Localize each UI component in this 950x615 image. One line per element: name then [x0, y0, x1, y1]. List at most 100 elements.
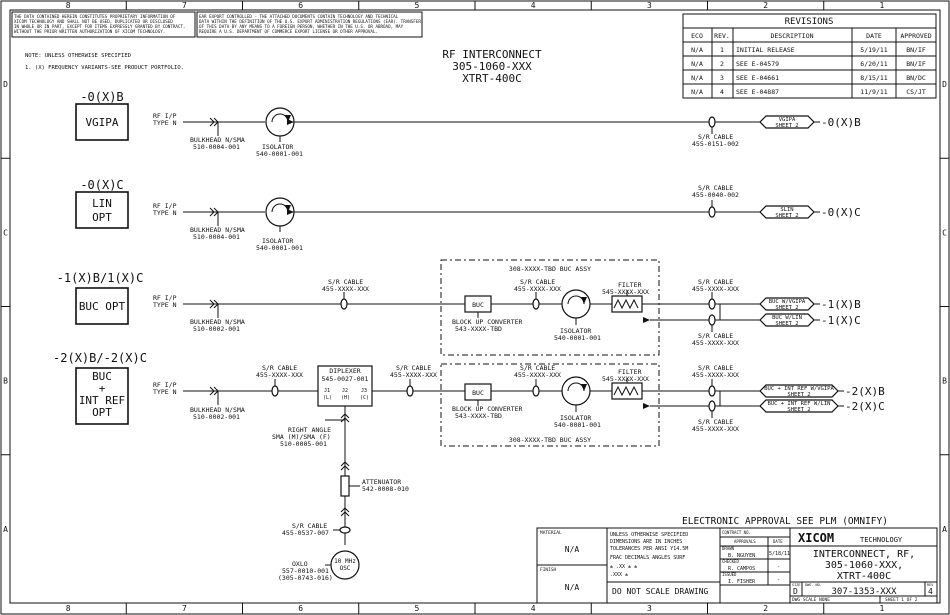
zone-column-label: 6 [298, 604, 303, 613]
zone-column-label: 4 [531, 1, 536, 10]
svg-text:545-0027-001: 545-0027-001 [322, 375, 369, 383]
svg-text:5/18/11: 5/18/11 [769, 551, 790, 557]
rev-header-rev: REV. [714, 32, 730, 40]
svg-text:455-XXXX-XXX: 455-XXXX-XXX [322, 285, 369, 293]
svg-text:S/R CABLE: S/R CABLE [698, 278, 733, 286]
svg-text:540-0001-001: 540-0001-001 [554, 334, 601, 342]
svg-text:RF I/P: RF I/P [153, 112, 177, 120]
svg-text:N/A: N/A [565, 545, 580, 554]
svg-text:FILTER: FILTER [618, 368, 642, 376]
svg-text:RF I/P: RF I/P [153, 381, 177, 389]
revision-cell: 5/19/11 [860, 46, 887, 54]
svg-text:± .XX ± ±: ± .XX ± ± [610, 564, 637, 570]
svg-text:S/R CABLE: S/R CABLE [698, 418, 733, 426]
company-logo-text: XICOM [798, 531, 834, 545]
svg-text:542-0008-010: 542-0008-010 [362, 485, 409, 493]
svg-text:TOLERANCES PER ANSI Y14.5M: TOLERANCES PER ANSI Y14.5M [610, 546, 688, 552]
option-code: -2(X)B/-2(X)C [53, 351, 147, 365]
revision-cell: BN/IF [906, 60, 926, 68]
chain-vgipa: RF I/P TYPE N BULKHEAD N/SMA 510-0004-00… [153, 107, 760, 158]
svg-text:TYPE N: TYPE N [153, 209, 177, 217]
chain-buc-int-ref: RF I/P TYPE N BULKHEAD N/SMA 510-0002-00… [153, 363, 760, 582]
zone-column-label: 7 [182, 1, 187, 10]
revision-cell: 8/15/11 [860, 74, 887, 82]
svg-text:D: D [793, 587, 798, 596]
svg-text:BUC: BUC [472, 301, 484, 309]
option-buc-int-ref: -2(X)B/-2(X)C BUC + INT REF OPT [53, 351, 147, 425]
svg-text:DO NOT SCALE DRAWING: DO NOT SCALE DRAWING [612, 587, 709, 596]
svg-text:REV: REV [927, 583, 934, 587]
zone-column-label: 1 [879, 604, 884, 613]
connector-text: BUC + INT REF W/VGIPA [764, 386, 834, 392]
svg-text:510-0005-001: 510-0005-001 [280, 440, 327, 448]
svg-text:307-1353-XXX: 307-1353-XXX [831, 587, 897, 597]
title-line-1: RF INTERCONNECT [442, 48, 542, 61]
revision-cell: N/A [691, 60, 703, 68]
zone-column-label: 5 [414, 1, 419, 10]
svg-text:ISOLATOR: ISOLATOR [262, 143, 293, 151]
buc-assembly-outline-2 [440, 363, 660, 447]
svg-text:510-0004-001: 510-0004-001 [193, 143, 240, 151]
svg-text:TYPE N: TYPE N [153, 301, 177, 309]
svg-text:455-0537-007: 455-0537-007 [282, 529, 329, 537]
revision-cell: SEE E-04579 [736, 60, 779, 68]
svg-text:308-XXXX-TBD BUC ASSY: 308-XXXX-TBD BUC ASSY [509, 436, 591, 444]
option-code: -0(X)C [80, 178, 123, 192]
option-buc: -1(X)B/1(X)C BUC OPT [57, 271, 144, 325]
svg-text:ATTENUATOR: ATTENUATOR [362, 478, 401, 486]
connector-code: -2(X)B [845, 385, 885, 398]
svg-text:TECHNOLOGY: TECHNOLOGY [860, 536, 903, 544]
svg-text:S/R CABLE: S/R CABLE [520, 364, 555, 372]
connector-code: -1(X)C [821, 314, 861, 327]
svg-text:.XXX ±: .XXX ± [610, 572, 628, 578]
option-label-1: LIN [92, 197, 112, 210]
svg-text:455-0040-002: 455-0040-002 [692, 191, 739, 199]
svg-text:-: - [777, 577, 780, 583]
option-code: -1(X)B/1(X)C [57, 271, 144, 285]
revision-cell: 1 [720, 46, 724, 54]
connector-sheet: SHEET 2 [787, 392, 810, 398]
svg-text:XICOM TECHNOLOGY AND SHALL NOT: XICOM TECHNOLOGY AND SHALL NOT BE USED, … [14, 19, 173, 24]
option-label-2: + [99, 382, 106, 395]
svg-text:DRAWN: DRAWN [722, 546, 735, 551]
revision-cell: N/A [691, 88, 703, 96]
svg-text:EAR EXPORT CONTROLLED - THE AT: EAR EXPORT CONTROLLED - THE ATTACHED DOC… [199, 14, 399, 19]
connector-text: BUC + INT REF W/LIN [768, 401, 831, 407]
svg-text:SIZE: SIZE [792, 583, 800, 587]
revision-cell: BN/IF [906, 46, 926, 54]
revisions-table: REVISIONS ECO REV. DESCRIPTION DATE APPR… [682, 13, 937, 99]
svg-text:510-0002-001: 510-0002-001 [193, 413, 240, 421]
zone-row-label: A [3, 525, 8, 534]
connector-text: VGIPA [779, 117, 796, 123]
svg-text:DWG SCALE NONE: DWG SCALE NONE [792, 597, 830, 603]
revisions-title: REVISIONS [785, 17, 834, 27]
svg-text:J3: J3 [361, 388, 367, 394]
svg-text:455-XXXX-XXX: 455-XXXX-XXX [514, 371, 561, 379]
svg-text:455-0151-002: 455-0151-002 [692, 140, 739, 148]
svg-text:540-0001-001: 540-0001-001 [554, 421, 601, 429]
svg-text:BLOCK UP CONVERTER: BLOCK UP CONVERTER [452, 405, 523, 413]
svg-text:S/R CABLE: S/R CABLE [698, 133, 733, 141]
connector-text: BUC W/LIN [772, 315, 802, 321]
zone-column-label: 2 [763, 1, 768, 10]
svg-text:(C): (C) [360, 395, 369, 401]
svg-text:OSC: OSC [340, 565, 351, 572]
svg-text:S/R CABLE: S/R CABLE [698, 184, 733, 192]
export-notice: EAR EXPORT CONTROLLED - THE ATTACHED DOC… [196, 11, 423, 38]
svg-text:J2: J2 [342, 388, 348, 394]
svg-text:IN WHOLE OR IN PART, EXCEPT FO: IN WHOLE OR IN PART, EXCEPT FOR ITEMS EX… [14, 24, 185, 29]
svg-text:4: 4 [928, 587, 933, 596]
title-line-3: XTRT-400C [462, 72, 522, 85]
svg-text:455-XXXX-XXX: 455-XXXX-XXX [692, 425, 739, 433]
zone-row-label: D [942, 80, 947, 89]
svg-text:ISSUED: ISSUED [722, 572, 737, 577]
svg-text:S/R CABLE: S/R CABLE [396, 364, 431, 372]
svg-text:FRAC DECIMALS ANGLES SURF: FRAC DECIMALS ANGLES SURF [610, 555, 685, 561]
